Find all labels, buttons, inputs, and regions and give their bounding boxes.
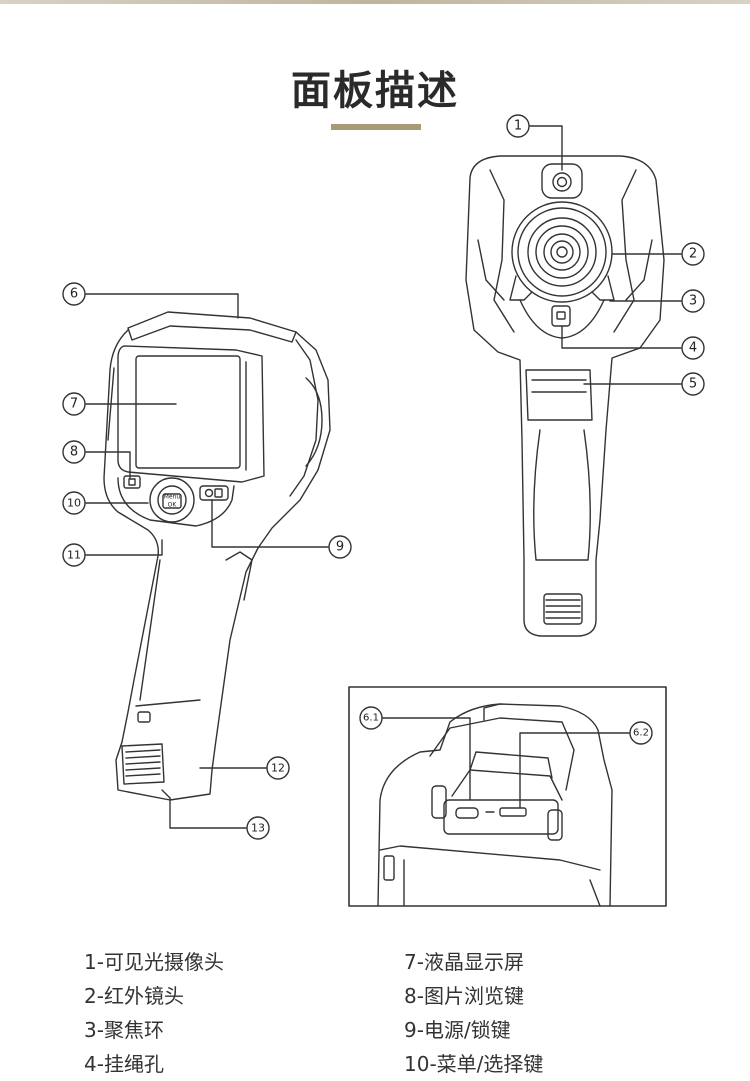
legend-item: 10-菜单/选择键: [404, 1052, 544, 1076]
legend-column-left: 1-可见光摄像头 2-红外镜头 3-聚焦环 4-挂绳孔: [84, 945, 224, 1081]
callout-9: 9: [336, 540, 344, 555]
legend-item: 7-液晶显示屏: [404, 950, 524, 974]
callout-11: 11: [67, 549, 81, 562]
panel-diagram: 1 2 3 4 5 6 7 8 10 11 9 12 13 6.1 6.2 Me…: [62, 114, 705, 907]
legend-item: 4-挂绳孔: [84, 1052, 164, 1076]
legend: 1-可见光摄像头 2-红外镜头 3-聚焦环 4-挂绳孔 7-液晶显示屏 8-图片…: [0, 945, 750, 1076]
callout-6-1: 6.1: [363, 713, 379, 724]
legend-column-right: 7-液晶显示屏 8-图片浏览键 9-电源/锁键 10-菜单/选择键: [404, 945, 543, 1081]
callout-6-2: 6.2: [633, 728, 649, 739]
legend-item: 8-图片浏览键: [404, 984, 524, 1008]
callout-7: 7: [70, 397, 78, 412]
page-title: 面板描述: [291, 68, 459, 114]
callout-circles: [62, 114, 705, 840]
menu-button-label: Menu: [164, 494, 181, 501]
camera-rear-view: [465, 155, 665, 637]
callout-12: 12: [271, 762, 285, 775]
callout-6: 6: [70, 287, 78, 302]
callout-10: 10: [67, 497, 81, 510]
callout-8: 8: [70, 445, 78, 460]
callout-5: 5: [689, 377, 697, 392]
callout-4: 4: [689, 341, 697, 356]
legend-item: 2-红外镜头: [84, 984, 184, 1008]
callout-1: 1: [514, 119, 522, 134]
inset-detail: [348, 686, 667, 907]
leader-lines: [85, 125, 682, 829]
legend-item: 9-电源/锁键: [404, 1018, 511, 1042]
top-decor-rule: [0, 0, 750, 4]
callout-13: 13: [251, 822, 265, 835]
callout-2: 2: [689, 247, 697, 262]
camera-front-view: [103, 311, 331, 801]
callout-3: 3: [689, 294, 697, 309]
title-underline: [331, 124, 421, 130]
legend-item: 3-聚焦环: [84, 1018, 164, 1042]
legend-item: 1-可见光摄像头: [84, 950, 224, 974]
ok-button-label: OK: [168, 502, 178, 509]
